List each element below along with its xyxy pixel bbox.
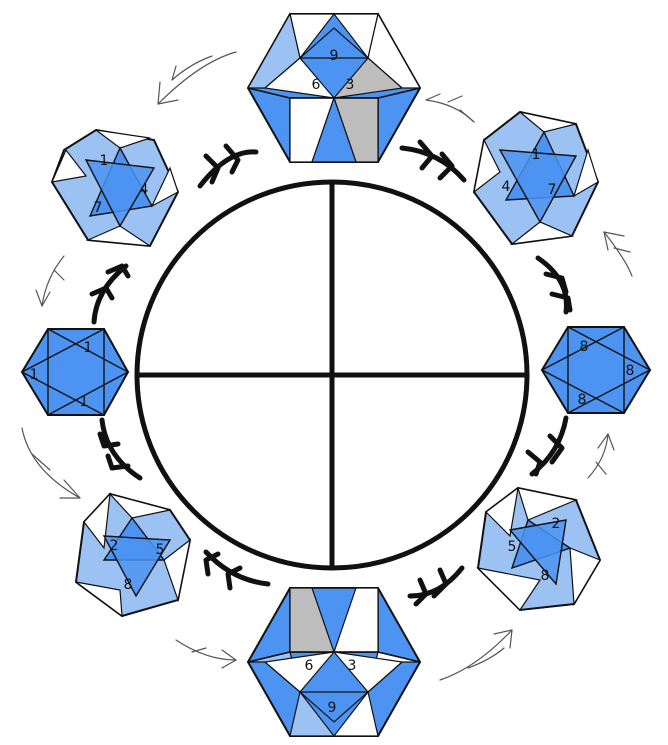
figure-top-label-3: 3 — [346, 77, 355, 93]
figure-left-label-3: 1 — [80, 394, 89, 410]
figure-bottom-label-2: 3 — [348, 658, 357, 674]
figure-bottom: 6 3 9 — [246, 587, 422, 737]
figure-top: 9 6 3 — [246, 12, 422, 163]
central-circle-group — [134, 179, 530, 571]
figure-lower-left: 2 5 8 — [74, 492, 192, 618]
figure-left-label-1: 1 — [84, 340, 93, 356]
thick-arrow-top-left — [197, 143, 259, 189]
figure-right-label-2: 8 — [626, 363, 635, 379]
thick-arrows — [89, 139, 573, 607]
thick-arrow-left-lower — [97, 417, 143, 481]
figure-lower-right-label-3: 8 — [541, 568, 550, 584]
thin-arrow-left-lower — [21, 427, 81, 499]
figure-bottom-label-1: 6 — [305, 658, 314, 674]
thin-arrow-bottom-left — [175, 639, 237, 669]
thin-arrow-right-upper — [603, 231, 633, 277]
thin-arrow-top-right — [425, 93, 475, 123]
figure-right-label-3: 8 — [578, 392, 587, 408]
thin-arrow-left-upper — [35, 255, 65, 307]
figure-upper-left-label-3: 7 — [94, 200, 103, 216]
thick-arrow-top-right — [399, 139, 467, 183]
figure-lower-right-label-1: 2 — [552, 516, 561, 532]
figure-bottom-label-3: 9 — [328, 700, 337, 716]
figure-upper-right-label-1: 1 — [532, 147, 541, 163]
figure-lower-left-label-1: 2 — [110, 538, 119, 554]
figure-right-label-1: 8 — [580, 339, 589, 355]
thick-arrow-right-upper — [535, 255, 573, 315]
thick-arrow-right-lower — [525, 415, 569, 477]
figure-upper-left-label-1: 1 — [100, 153, 109, 169]
figure-lower-left-label-3: 8 — [124, 577, 133, 593]
figure-top-label-2: 6 — [312, 77, 321, 93]
figure-top-label-1: 9 — [330, 48, 339, 64]
figure-upper-left-label-2: 4 — [140, 182, 149, 198]
figure-right: 8 8 8 — [540, 325, 652, 415]
figure-left: 1 1 1 — [20, 327, 130, 417]
thick-arrow-bottom-right — [407, 565, 465, 607]
thin-arrow-top-left — [157, 51, 237, 105]
figure-upper-right: 1 4 7 — [472, 110, 600, 246]
thin-arrow-bottom-right — [439, 629, 513, 681]
thin-arrows — [21, 51, 633, 681]
figure-lower-right-label-2: 5 — [508, 539, 517, 555]
figure-lower-left-label-2: 5 — [156, 542, 165, 558]
figure-upper-right-label-2: 4 — [502, 179, 511, 195]
figure-left-label-2: 1 — [30, 367, 39, 383]
figure-upper-right-label-3: 7 — [548, 182, 557, 198]
figure-lower-right: 2 5 8 — [476, 486, 602, 612]
thin-arrow-right-lower — [587, 433, 615, 479]
thick-arrow-left-upper — [89, 263, 131, 325]
figure-upper-left: 1 4 7 — [50, 128, 180, 248]
thick-arrow-bottom-left — [203, 549, 271, 591]
